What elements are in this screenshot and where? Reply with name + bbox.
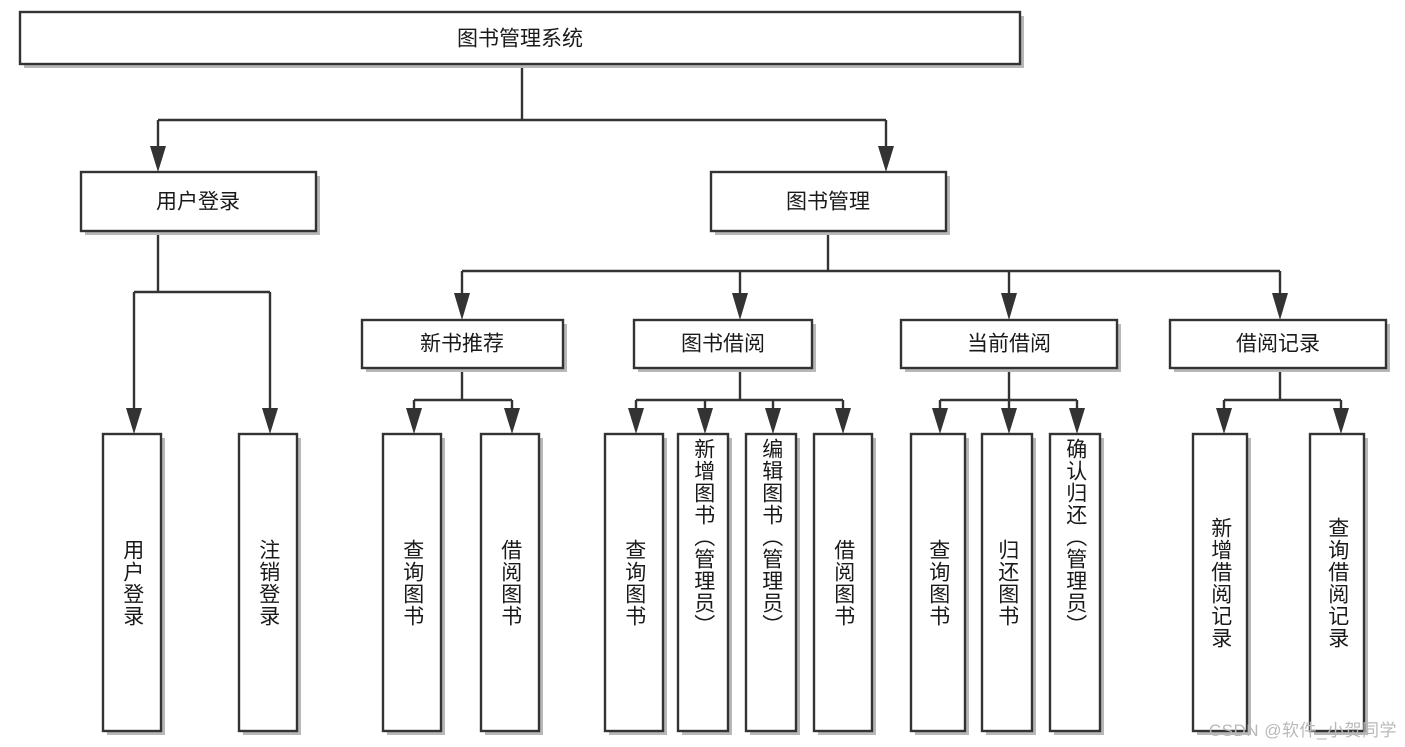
node-leaf-add-book-admin[interactable]	[676, 432, 730, 733]
node-book-management[interactable]	[709, 170, 948, 233]
arrow-head-leaf-user-login	[126, 408, 142, 434]
root-label: 图书管理系统	[457, 28, 583, 51]
current-borrow-label: 当前借阅	[967, 333, 1051, 356]
node-leaf-query-book-3[interactable]	[909, 432, 967, 733]
node-leaf-query-book-2[interactable]	[603, 432, 665, 733]
arrow-head-bookborrow-leaf-2	[697, 408, 713, 434]
node-book-borrow[interactable]	[632, 318, 814, 370]
book-borrow-label: 图书借阅	[681, 333, 765, 356]
node-layer	[18, 10, 1390, 735]
node-leaf-confirm-return-admin[interactable]	[1048, 432, 1102, 733]
arrow-head-newbook-leaf-1	[406, 408, 422, 434]
node-user-login[interactable]	[79, 170, 318, 233]
node-leaf-return-book[interactable]	[980, 432, 1034, 733]
node-root[interactable]	[18, 10, 1022, 66]
node-new-book-recommend[interactable]	[360, 318, 565, 370]
arrow-head-bookborrow-leaf-4	[835, 408, 851, 434]
arrow-head-borrowrecord-leaf-2	[1333, 408, 1349, 434]
node-leaf-query-borrow-record[interactable]	[1308, 432, 1366, 733]
arrow-head-new-book-rec	[454, 293, 470, 320]
arrow-head-bookborrow-leaf-3	[765, 408, 781, 434]
arrow-head-current-borrow	[1001, 293, 1017, 320]
node-leaf-query-book-1[interactable]	[381, 432, 443, 733]
arrow-head-currentborrow-leaf-1	[932, 408, 948, 434]
borrow-record-label: 借阅记录	[1236, 333, 1320, 356]
book-management-label: 图书管理	[786, 191, 870, 214]
node-leaf-add-borrow-record[interactable]	[1191, 432, 1249, 733]
node-current-borrow[interactable]	[899, 318, 1119, 370]
node-borrow-record[interactable]	[1168, 318, 1388, 370]
arrow-head-book-mgmt	[878, 146, 894, 172]
arrow-head-user-login	[150, 146, 166, 172]
arrow-head-borrowrecord-leaf-1	[1216, 408, 1232, 434]
connector-layer	[126, 68, 1349, 434]
csdn-watermark: CSDN @软件_小贺同学	[1208, 721, 1397, 740]
node-leaf-logout[interactable]	[237, 432, 299, 733]
arrow-head-book-borrow	[732, 293, 748, 320]
node-leaf-borrow-book-1[interactable]	[479, 432, 541, 733]
node-leaf-edit-book-admin[interactable]	[744, 432, 798, 733]
node-leaf-borrow-book-2[interactable]	[812, 432, 874, 733]
arrow-head-currentborrow-leaf-3	[1069, 408, 1085, 434]
new-book-recommend-label: 新书推荐	[420, 333, 504, 356]
horizontal-label-layer: 图书管理系统 用户登录 图书管理 新书推荐 图书借阅 当前借阅 借阅记录	[156, 28, 1320, 356]
arrow-head-newbook-leaf-2	[504, 408, 520, 434]
arrow-head-currentborrow-leaf-2	[1001, 408, 1017, 434]
node-leaf-user-login[interactable]	[101, 432, 163, 733]
arrow-head-leaf-logout	[262, 408, 278, 434]
arrow-head-bookborrow-leaf-1	[628, 408, 644, 434]
arrow-head-borrow-record	[1272, 293, 1288, 320]
user-login-label: 用户登录	[156, 191, 240, 214]
